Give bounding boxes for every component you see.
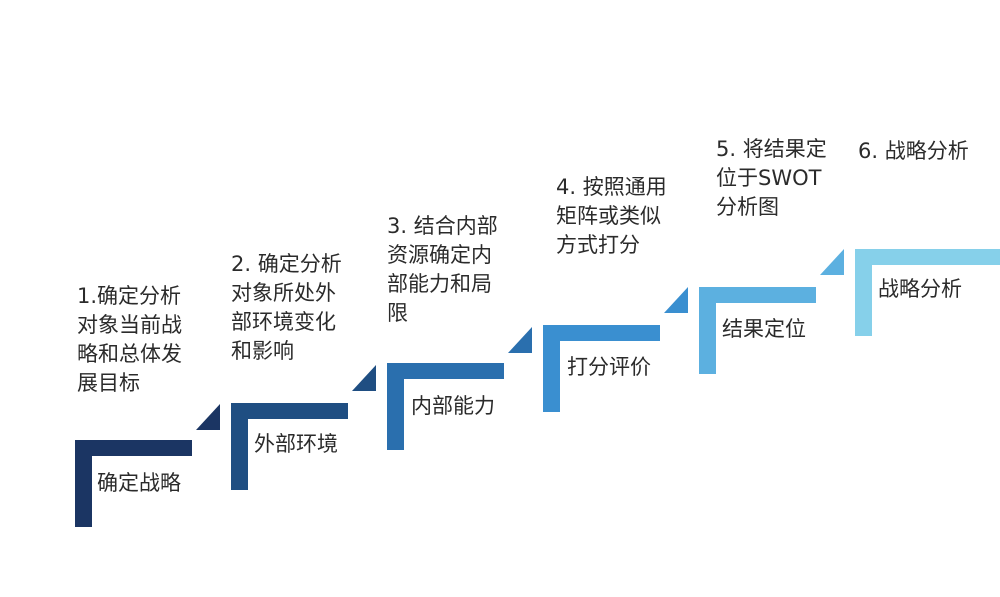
step-2-label: 外部环境 (254, 432, 338, 456)
step-2-bracket (231, 403, 348, 490)
step-3-arrow-tip (508, 327, 532, 353)
step-6-shape (855, 249, 1000, 336)
step-6-bracket (855, 249, 1000, 336)
step-1-bracket (75, 440, 192, 527)
step-2-description: 2. 确定分析 对象所处外 部环境变化 和影响 (231, 252, 342, 363)
step-4-shape (543, 287, 688, 412)
step-1-shape (75, 404, 220, 527)
step-4-description: 4. 按照通用 矩阵或类似 方式打分 (556, 175, 667, 257)
step-5-label: 结果定位 (722, 317, 806, 341)
step-3-description: 3. 结合内部 资源确定内 部能力和局 限 (387, 214, 498, 325)
step-4-arrow-tip (664, 287, 688, 313)
step-5-bracket (699, 287, 816, 374)
step-2-shape (231, 365, 376, 490)
step-3-shape (387, 327, 532, 450)
step-2-arrow-tip (352, 365, 376, 391)
step-5-arrow-tip (820, 249, 844, 275)
step-4-label: 打分评价 (567, 355, 651, 379)
step-1-label: 确定战略 (97, 471, 181, 495)
step-3-label: 内部能力 (411, 394, 495, 418)
step-6-description: 6. 战略分析 (858, 139, 969, 163)
step-5-shape (699, 249, 844, 374)
step-1-arrow-tip (196, 404, 220, 430)
step-3-bracket (387, 363, 504, 450)
step-6-label: 战略分析 (878, 277, 962, 301)
step-1-description: 1.确定分析 对象当前战 略和总体发 展目标 (77, 284, 182, 395)
step-4-bracket (543, 325, 660, 412)
step-5-description: 5. 将结果定 位于SWOT 分析图 (716, 137, 827, 219)
